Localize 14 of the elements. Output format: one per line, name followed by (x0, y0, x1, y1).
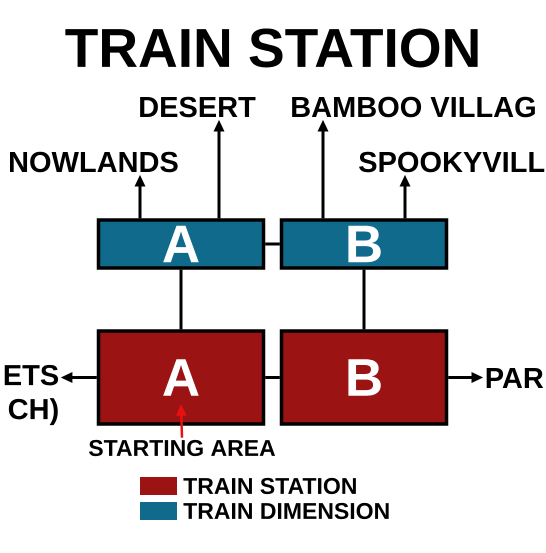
station-box: A (96, 329, 266, 426)
station-box: B (280, 329, 448, 426)
destination-label: STARTING AREA (88, 440, 276, 456)
destination-label: BAMBOO VILLAG (292, 96, 535, 118)
legend-label: TRAIN DIMENSION (183, 502, 389, 520)
title: TRAIN STATION (65, 28, 478, 68)
destination-label: PAR (486, 368, 544, 388)
destination-label: SPOOKYVILL (359, 152, 544, 172)
station-box: A (96, 218, 266, 270)
station-box: B (280, 218, 448, 270)
legend-label: TRAIN STATION (183, 478, 356, 494)
destination-label: DESERT (140, 96, 256, 118)
destination-label: ETS CH) (4, 364, 58, 426)
destination-label: NOWLANDS (10, 152, 178, 172)
